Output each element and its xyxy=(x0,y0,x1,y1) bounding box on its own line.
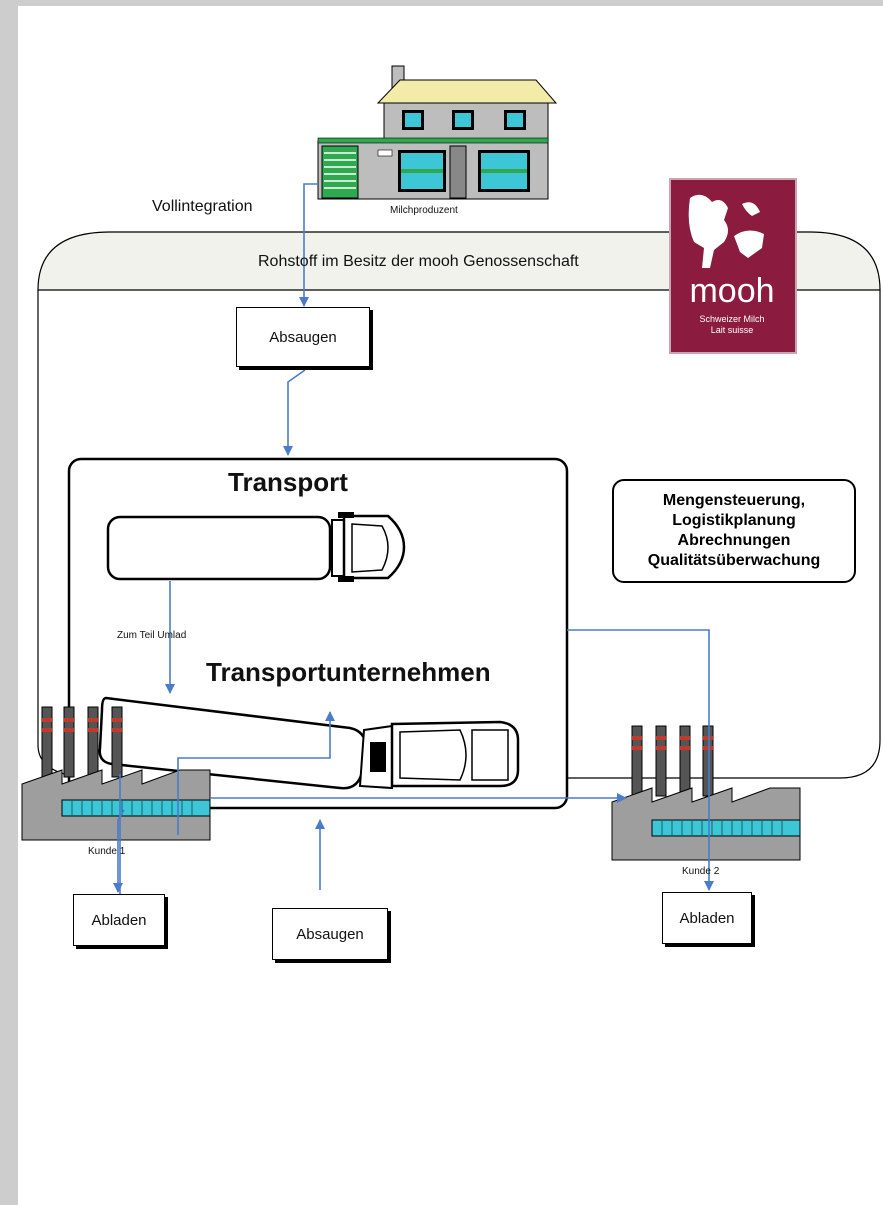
logo-brand-text: mooh xyxy=(689,272,774,310)
arrow-absaugen-to-transport xyxy=(283,369,306,456)
abladen-box-left: Abladen xyxy=(73,894,165,946)
logo-subtitle-2: Lait suisse xyxy=(711,325,754,335)
arrow-transport-to-abladen-right xyxy=(567,629,714,891)
info-line-mengensteuerung: Mengensteuerung, xyxy=(662,492,806,509)
truck-icon-top xyxy=(106,512,406,582)
transportunternehmen-title: Transportunternehmen xyxy=(206,657,491,687)
arrow-transport-to-abladen-left xyxy=(113,809,125,893)
kunde2-label: Kunde 2 xyxy=(682,866,720,877)
info-line-qualitaetsueberwachung: Qualitätsüberwachung xyxy=(647,552,821,569)
rohstoff-banner-label: Rohstoff im Besitz der mooh Genossenscha… xyxy=(258,253,579,270)
abladen-left-label: Abladen xyxy=(91,911,147,929)
left-margin-strip xyxy=(0,0,18,1205)
absaugen-top-label: Absaugen xyxy=(269,328,337,346)
arrow-producer-to-absaugen xyxy=(299,183,318,307)
abladen-right-label: Abladen xyxy=(679,909,735,927)
absaugen-bottom-label: Absaugen xyxy=(296,925,364,943)
milk-producer-house-icon xyxy=(317,65,558,200)
truck-icon-bottom xyxy=(98,696,520,790)
transport-title: Transport xyxy=(228,467,348,497)
info-line-abrechnungen: Abrechnungen xyxy=(677,532,791,549)
top-margin-strip xyxy=(0,0,883,6)
info-line-logistikplanung: Logistikplanung xyxy=(672,512,796,529)
factory-icon-kunde2 xyxy=(611,725,801,861)
info-box: Mengensteuerung, Logistikplanung Abrechn… xyxy=(612,479,856,583)
vollintegration-label: Vollintegration xyxy=(152,198,253,215)
milchproduzent-label: Milchproduzent xyxy=(390,205,458,216)
mooh-logo: mooh Schweizer Milch Lait suisse xyxy=(669,178,797,354)
arrow-kunde1-to-absaugen xyxy=(177,711,335,835)
abladen-box-right: Abladen xyxy=(662,892,752,944)
factory-icon-kunde1 xyxy=(21,706,211,841)
kunde1-label: Kunde 1 xyxy=(88,846,126,857)
absaugen-box-bottom: Absaugen xyxy=(272,908,388,960)
absaugen-box-top: Absaugen xyxy=(236,307,370,367)
logo-subtitle-1: Schweizer Milch xyxy=(699,314,764,324)
zum-teil-umlad-label: Zum Teil Umlad xyxy=(117,630,187,641)
